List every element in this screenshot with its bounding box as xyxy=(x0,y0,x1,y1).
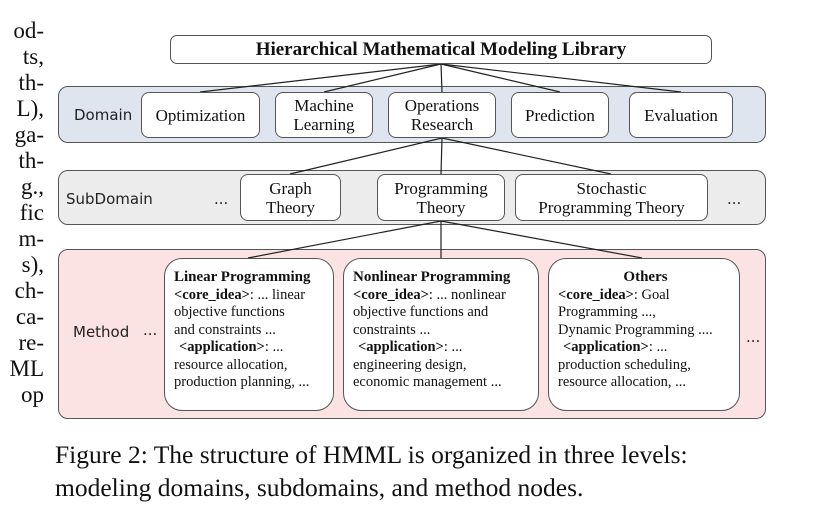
node-line: Theory xyxy=(265,197,316,217)
method-text: economic management ... xyxy=(353,374,502,390)
left-text-line: th- xyxy=(18,148,44,173)
method-text: engineering design, xyxy=(353,356,467,373)
node-line: Theory xyxy=(416,197,466,217)
left-column-text: od- ts, th- L), ga- th- g., fic m- s), c… xyxy=(0,0,46,532)
domain-node-evaluation: Evaluation xyxy=(629,92,733,138)
node-line: Machine xyxy=(294,96,354,115)
method-text: : ... xyxy=(264,339,284,355)
subdomain-node-programming-theory: Programming Theory xyxy=(377,174,505,221)
core-idea-tag: <core_idea> xyxy=(558,286,634,303)
core-idea-tag: <core_idea> xyxy=(174,286,250,303)
method-core-line: <core_idea>: ... linear xyxy=(174,287,327,305)
caption-line: modeling domains, subdomains, and method… xyxy=(55,473,584,502)
method-text: objective functions xyxy=(174,304,285,320)
core-idea-tag: <core_idea> xyxy=(353,286,429,303)
method-text: resource allocation, ... xyxy=(558,374,687,390)
method-text: : ... xyxy=(443,339,463,355)
method-right-ellipsis: ... xyxy=(746,328,761,346)
caption-line: Figure 2: The structure of HMML is organ… xyxy=(55,440,688,469)
domain-node-optimization: Optimization xyxy=(141,92,260,138)
left-text-line: re- xyxy=(18,330,44,355)
domain-node-operations-research: Operations Research xyxy=(388,92,496,138)
method-label: Method xyxy=(73,323,130,341)
application-tag: <application> xyxy=(563,339,649,355)
method-title: Nonlinear Programming xyxy=(353,269,511,285)
method-left-ellipsis: ... xyxy=(143,321,158,339)
node-line: Prediction xyxy=(525,105,595,125)
left-text-line: m- xyxy=(18,226,44,251)
left-text-line: fic xyxy=(19,200,44,225)
method-text: : Goal xyxy=(633,286,670,303)
left-text-line: L), xyxy=(16,96,44,121)
node-line: Operations xyxy=(404,96,480,115)
connector-line xyxy=(440,137,443,175)
method-core-line: <core_idea>: ... nonlinear xyxy=(353,287,532,305)
method-text: and constraints ... xyxy=(174,321,276,338)
method-text: : ... linear xyxy=(249,286,306,303)
method-box-nonlinear-programming: Nonlinear Programming <core_idea>: ... n… xyxy=(343,258,539,411)
connector-line xyxy=(289,137,443,175)
left-text-line: ca- xyxy=(15,304,44,329)
subdomain-left-ellipsis: ... xyxy=(214,190,229,208)
left-text-line: ch- xyxy=(14,278,44,303)
application-tag: <application> xyxy=(179,339,265,355)
node-line: Programming Theory xyxy=(538,197,685,217)
figure-caption: Figure 2: The structure of HMML is organ… xyxy=(55,438,825,504)
node-line: Evaluation xyxy=(644,105,718,125)
method-title: Linear Programming xyxy=(174,269,311,285)
left-text-line: ts, xyxy=(22,44,44,69)
subdomain-node-graph-theory: Graph Theory xyxy=(240,174,341,221)
left-text-line: th- xyxy=(18,70,44,95)
left-text-line: od- xyxy=(13,18,44,43)
method-text: Dynamic Programming .... xyxy=(558,321,713,338)
connector-line xyxy=(441,137,612,175)
method-app-line: <application>: ... xyxy=(353,339,532,357)
subdomain-label: SubDomain xyxy=(66,190,153,208)
node-line: Learning xyxy=(293,115,355,134)
method-text: Programming ..., xyxy=(558,304,656,320)
method-text: objective functions and xyxy=(353,304,489,320)
method-app-line: <application>: ... xyxy=(174,339,327,357)
method-text: : ... nonlinear xyxy=(428,286,506,303)
subdomain-right-ellipsis: ... xyxy=(727,190,742,208)
method-box-others: Others <core_idea>: Goal Programming ...… xyxy=(548,258,740,411)
method-core-line: <core_idea>: Goal xyxy=(558,287,733,305)
method-app-line: <application>: ... xyxy=(558,339,733,357)
domain-label: Domain xyxy=(74,106,133,124)
node-line: Stochastic xyxy=(576,178,647,198)
method-text: production scheduling, xyxy=(558,356,691,373)
left-text-line: op xyxy=(21,382,44,407)
left-text-line: s), xyxy=(21,252,44,277)
node-line: Graph xyxy=(269,178,312,198)
node-line: Research xyxy=(410,115,474,134)
left-text-line: ML xyxy=(9,356,45,381)
node-line: Optimization xyxy=(155,105,246,125)
left-text-line: g., xyxy=(21,174,44,199)
application-tag: <application> xyxy=(358,339,444,355)
subdomain-node-stochastic-programming-theory: Stochastic Programming Theory xyxy=(515,174,708,221)
domain-node-prediction: Prediction xyxy=(511,92,609,138)
domain-node-machine-learning: Machine Learning xyxy=(275,92,373,138)
method-text: production planning, ... xyxy=(174,374,310,390)
left-text-line: ga- xyxy=(14,122,44,147)
method-title: Others xyxy=(623,269,668,285)
node-line: Programming xyxy=(394,178,488,198)
method-text: resource allocation, xyxy=(174,356,288,373)
root-node: Hierarchical Mathematical Modeling Libra… xyxy=(170,35,712,64)
method-text: constraints ... xyxy=(353,321,431,338)
method-text: : ... xyxy=(648,339,668,355)
method-box-linear-programming: Linear Programming <core_idea>: ... line… xyxy=(164,258,334,411)
